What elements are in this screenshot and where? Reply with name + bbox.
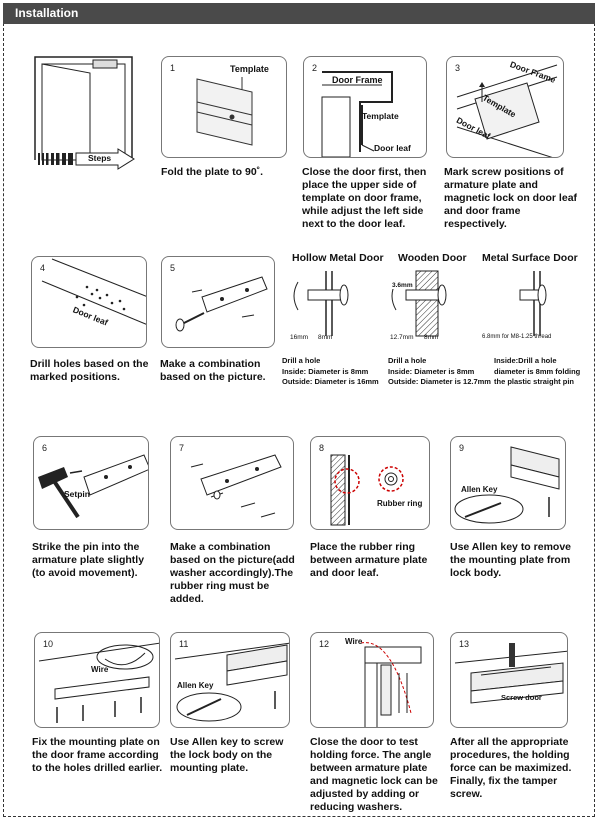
- metal-surface-door-diagram: 6.8mm for M8-1.25 thread: [482, 266, 584, 346]
- step-number: 4: [40, 263, 46, 273]
- step-11-illustration: 11 Allen Key: [170, 632, 290, 728]
- step-2-caption: Close the door first, then place the upp…: [302, 166, 427, 230]
- step-9-illustration: 9 Allen Key: [450, 436, 566, 530]
- wire-label: Wire: [91, 665, 109, 674]
- step-7-illustration: 7: [170, 436, 294, 530]
- step-number: 13: [459, 639, 470, 649]
- door-frame-label: Door Frame: [332, 75, 383, 85]
- allen-key-label: Allen Key: [461, 485, 498, 494]
- step-2-illustration: 2 Door Frame Template Door leaf: [303, 56, 427, 158]
- step-10-illustration: 10 Wire: [34, 632, 160, 728]
- step-7-caption: Make a combination based on the picture(…: [170, 541, 295, 605]
- step-10-caption: Fix the mounting plate on the door frame…: [32, 736, 163, 774]
- steps-arrow: Steps: [36, 148, 136, 170]
- wooden-door-diagram: 3.6mm 12.7mm 8mm: [386, 266, 476, 346]
- step-9-caption: Use Allen key to remove the mounting pla…: [450, 541, 571, 579]
- step-number: 3: [455, 63, 461, 73]
- metal-surface-door-note: Inside:Drill a hole diameter is 8mm fold…: [494, 356, 581, 386]
- step-1-illustration: 1 Template: [161, 56, 287, 158]
- rubber-ring-label: Rubber ring: [377, 499, 423, 508]
- step-number: 12: [319, 639, 330, 649]
- step-6-illustration: 6 Setpin: [33, 436, 149, 530]
- step-6-caption: Strike the pin into the armature plate s…: [32, 541, 145, 579]
- wooden-door-title: Wooden Door: [398, 252, 467, 264]
- step-8-illustration: 8 Rubber ring: [310, 436, 430, 530]
- step-12-illustration: 12 Wire: [310, 632, 434, 728]
- wooden-door-note: Drill a hole Inside: Diameter is 8mm Out…: [388, 356, 491, 386]
- step-number: 10: [43, 639, 54, 649]
- step-number: 7: [179, 443, 185, 453]
- step-number: 5: [170, 263, 176, 273]
- dim-label: 3.6mm: [392, 282, 413, 289]
- screw-door-label: Screw door: [501, 693, 542, 702]
- hollow-metal-door-diagram: 16mm 8mm: [288, 266, 378, 346]
- step-4-caption: Drill holes based on the marked position…: [30, 358, 149, 383]
- step-1-caption: Fold the plate to 90˚.: [161, 166, 264, 178]
- step-number: 9: [459, 443, 465, 453]
- wire-label: Wire: [345, 637, 363, 646]
- step-8-caption: Place the rubber ring between armature p…: [310, 541, 428, 579]
- step-number: 6: [42, 443, 48, 453]
- door-leaf-label: Door leaf: [374, 143, 411, 153]
- step-13-caption: After all the appropriate procedures, th…: [450, 736, 572, 800]
- step-3-caption: Mark screw positions of armature plate a…: [444, 166, 578, 230]
- hollow-metal-door-note: Drill a hole Inside: Diameter is 8mm Out…: [282, 356, 379, 386]
- step-number: 1: [170, 63, 176, 73]
- steps-label: Steps: [88, 153, 112, 163]
- dim-label: 8mm: [318, 334, 333, 341]
- step-5-caption: Make a combination based on the picture.: [160, 358, 266, 383]
- allen-key-label: Allen Key: [177, 681, 214, 690]
- section-title: Installation: [15, 6, 79, 20]
- step-number: 11: [179, 639, 189, 649]
- template-label: Template: [362, 111, 399, 121]
- step-11-caption: Use Allen key to screw the lock body on …: [170, 736, 284, 774]
- step-number: 2: [312, 63, 318, 73]
- step-12-caption: Close the door to test holding force. Th…: [310, 736, 438, 813]
- step-4-illustration: 4 Door leaf: [31, 256, 147, 348]
- step-13-illustration: 13 Screw door: [450, 632, 568, 728]
- hollow-metal-door-title: Hollow Metal Door: [292, 252, 384, 264]
- setpin-label: Setpin: [64, 489, 90, 499]
- metal-surface-door-title: Metal Surface Door: [482, 252, 578, 264]
- dim-label: 6.8mm for M8-1.25 thread: [482, 334, 552, 340]
- step-3-illustration: 3 Door Frame Template Door leaf: [446, 56, 564, 158]
- section-header: Installation: [3, 3, 595, 24]
- dim-label: 8mm: [424, 334, 439, 341]
- dim-label: 12.7mm: [390, 334, 414, 341]
- dim-label: 16mm: [290, 334, 309, 341]
- step-number: 8: [319, 443, 325, 453]
- step-5-illustration: 5: [161, 256, 275, 348]
- template-label: Template: [230, 64, 269, 74]
